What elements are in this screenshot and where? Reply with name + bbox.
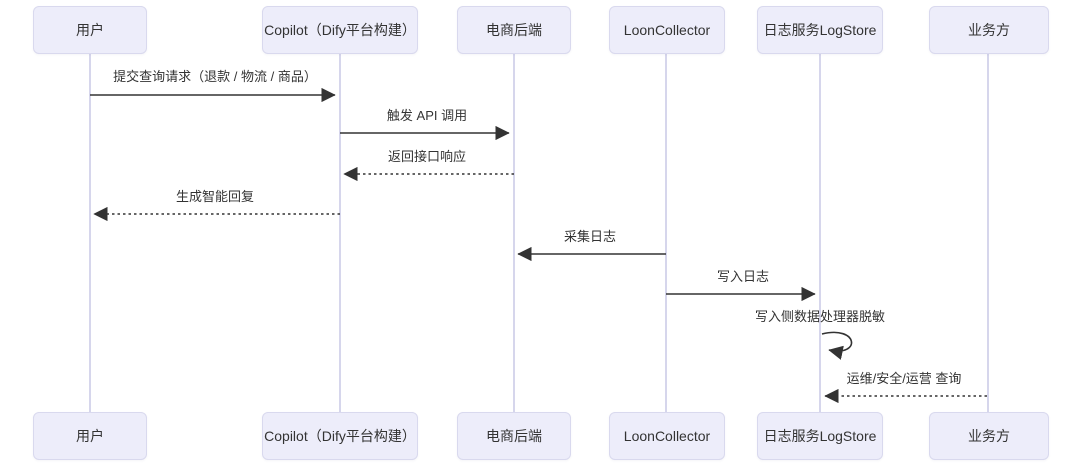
participant-bottom-copilot: Copilot（Dify平台构建）: [262, 412, 418, 460]
message-self-loop-7: [821, 331, 853, 360]
message-label-1: 提交查询请求（退款 / 物流 / 商品）: [113, 69, 317, 84]
participant-bottom-user: 用户: [33, 412, 147, 460]
participant-bottom-logstore: 日志服务LogStore: [757, 412, 883, 460]
lifeline-user: [89, 53, 91, 413]
participant-bottom-ecommerce-backend: 电商后端: [457, 412, 571, 460]
message-label-4: 生成智能回复: [175, 189, 255, 204]
message-label-3: 返回接口响应: [387, 149, 467, 164]
participant-top-copilot: Copilot（Dify平台构建）: [262, 6, 418, 54]
participant-top-user: 用户: [33, 6, 147, 54]
message-label-7: 写入侧数据处理器脱敏: [754, 309, 886, 324]
message-label-8: 运维/安全/运营 查询: [846, 371, 962, 386]
participant-top-ecommerce-backend: 电商后端: [457, 6, 571, 54]
lifeline-business: [987, 53, 989, 413]
lifeline-copilot: [339, 53, 341, 413]
message-label-6: 写入日志: [716, 269, 770, 284]
participant-top-loon-collector: LoonCollector: [609, 6, 725, 54]
participant-top-business: 业务方: [929, 6, 1049, 54]
participant-top-logstore: 日志服务LogStore: [757, 6, 883, 54]
lifeline-loon-collector: [665, 53, 667, 413]
participant-bottom-loon-collector: LoonCollector: [609, 412, 725, 460]
lifeline-logstore: [819, 53, 821, 413]
message-label-2: 触发 API 调用: [386, 108, 468, 123]
lifeline-ecommerce-backend: [513, 53, 515, 413]
message-label-5: 采集日志: [563, 229, 617, 244]
participant-bottom-business: 业务方: [929, 412, 1049, 460]
